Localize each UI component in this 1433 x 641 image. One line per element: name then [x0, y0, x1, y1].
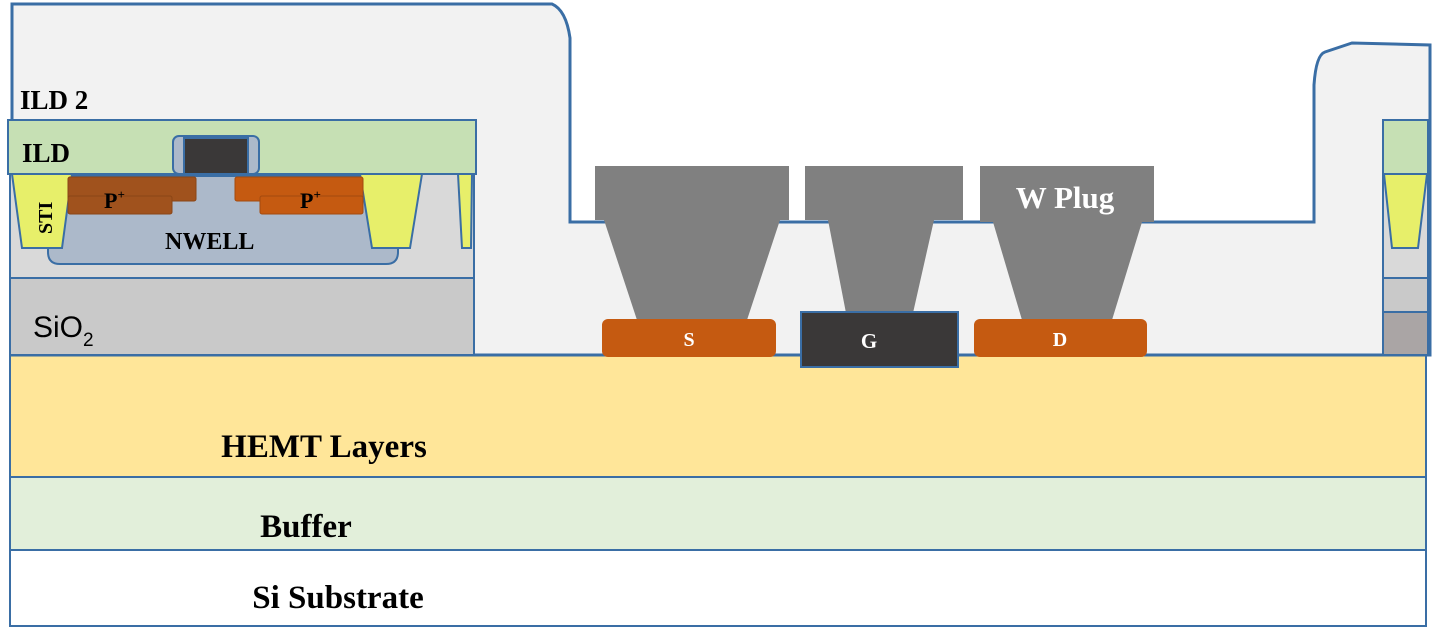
si-substrate-label: Si Substrate — [252, 580, 423, 616]
p-plus-right-label: P+ — [300, 187, 321, 213]
buffer-label: Buffer — [260, 509, 352, 545]
source-label: S — [683, 329, 694, 351]
right-edge-ild — [1382, 119, 1429, 175]
si-substrate-layer — [9, 549, 1427, 627]
hemt-layers-label: HEMT Layers — [221, 429, 427, 465]
cmos-gate — [183, 137, 249, 175]
sti-right — [358, 173, 424, 249]
p-plus-right-lower — [259, 195, 364, 215]
w-plug-gate — [805, 166, 963, 313]
p-plus-left-sup: + — [117, 187, 124, 202]
gate-contact — [800, 311, 959, 368]
w-plug-drain — [980, 166, 1154, 320]
sio2-subscript: 2 — [83, 330, 94, 351]
sti-label: STI — [35, 202, 57, 234]
p-plus-left-lower — [67, 195, 173, 215]
drain-label: D — [1053, 329, 1067, 351]
right-edge-sti — [1382, 173, 1429, 249]
hemt-layers — [9, 354, 1427, 478]
p-plus-left-letter: P — [104, 188, 117, 213]
drain-contact — [974, 319, 1147, 357]
sio2-label: SiO2 — [33, 311, 94, 351]
ild2-label: ILD 2 — [20, 85, 88, 115]
p-plus-right-sup: + — [313, 187, 320, 202]
source-contact — [602, 319, 776, 357]
buffer-layer — [9, 476, 1427, 551]
right-edge-sio2 — [1382, 277, 1429, 313]
right-edge-dark — [1382, 311, 1429, 356]
w-plug-label: W Plug — [1016, 180, 1115, 215]
ild-label: ILD — [22, 138, 70, 168]
p-plus-right-letter: P — [300, 188, 313, 213]
gate-label: G — [861, 329, 877, 353]
p-plus-left-label: P+ — [104, 187, 125, 213]
w-plug-source — [595, 166, 789, 320]
nwell-label: NWELL — [165, 229, 254, 255]
sio2-base: SiO — [33, 311, 83, 344]
